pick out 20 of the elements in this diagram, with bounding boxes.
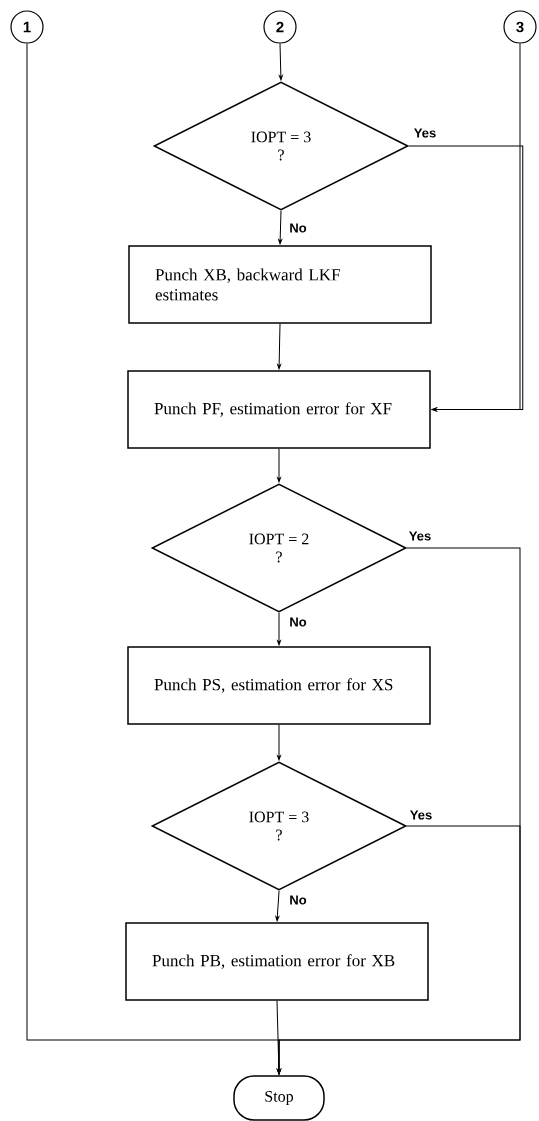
edge-label: No <box>288 616 308 628</box>
edge-label: Yes <box>407 530 433 542</box>
arrow <box>278 210 283 245</box>
process-box: Punch PF, estimation error for XF <box>127 370 431 449</box>
arrow <box>26 43 281 1075</box>
arrow <box>277 448 281 483</box>
arrow <box>408 145 524 412</box>
edge-label: No <box>288 222 308 234</box>
process-box: Punch XB, backward LKF estimates <box>128 245 432 324</box>
edge-label: Yes <box>412 127 438 139</box>
arrow <box>275 890 280 922</box>
arrow <box>278 43 283 81</box>
edge-label: No <box>288 894 308 906</box>
process-box: Punch PS, estimation error for XS <box>127 646 431 725</box>
arrow <box>277 323 281 370</box>
arrow <box>277 612 281 646</box>
arrow <box>431 43 521 412</box>
edge-label: Yes <box>408 809 434 821</box>
process-box: Punch PB, estimation error for XB <box>125 922 429 1001</box>
arrow <box>277 724 281 761</box>
